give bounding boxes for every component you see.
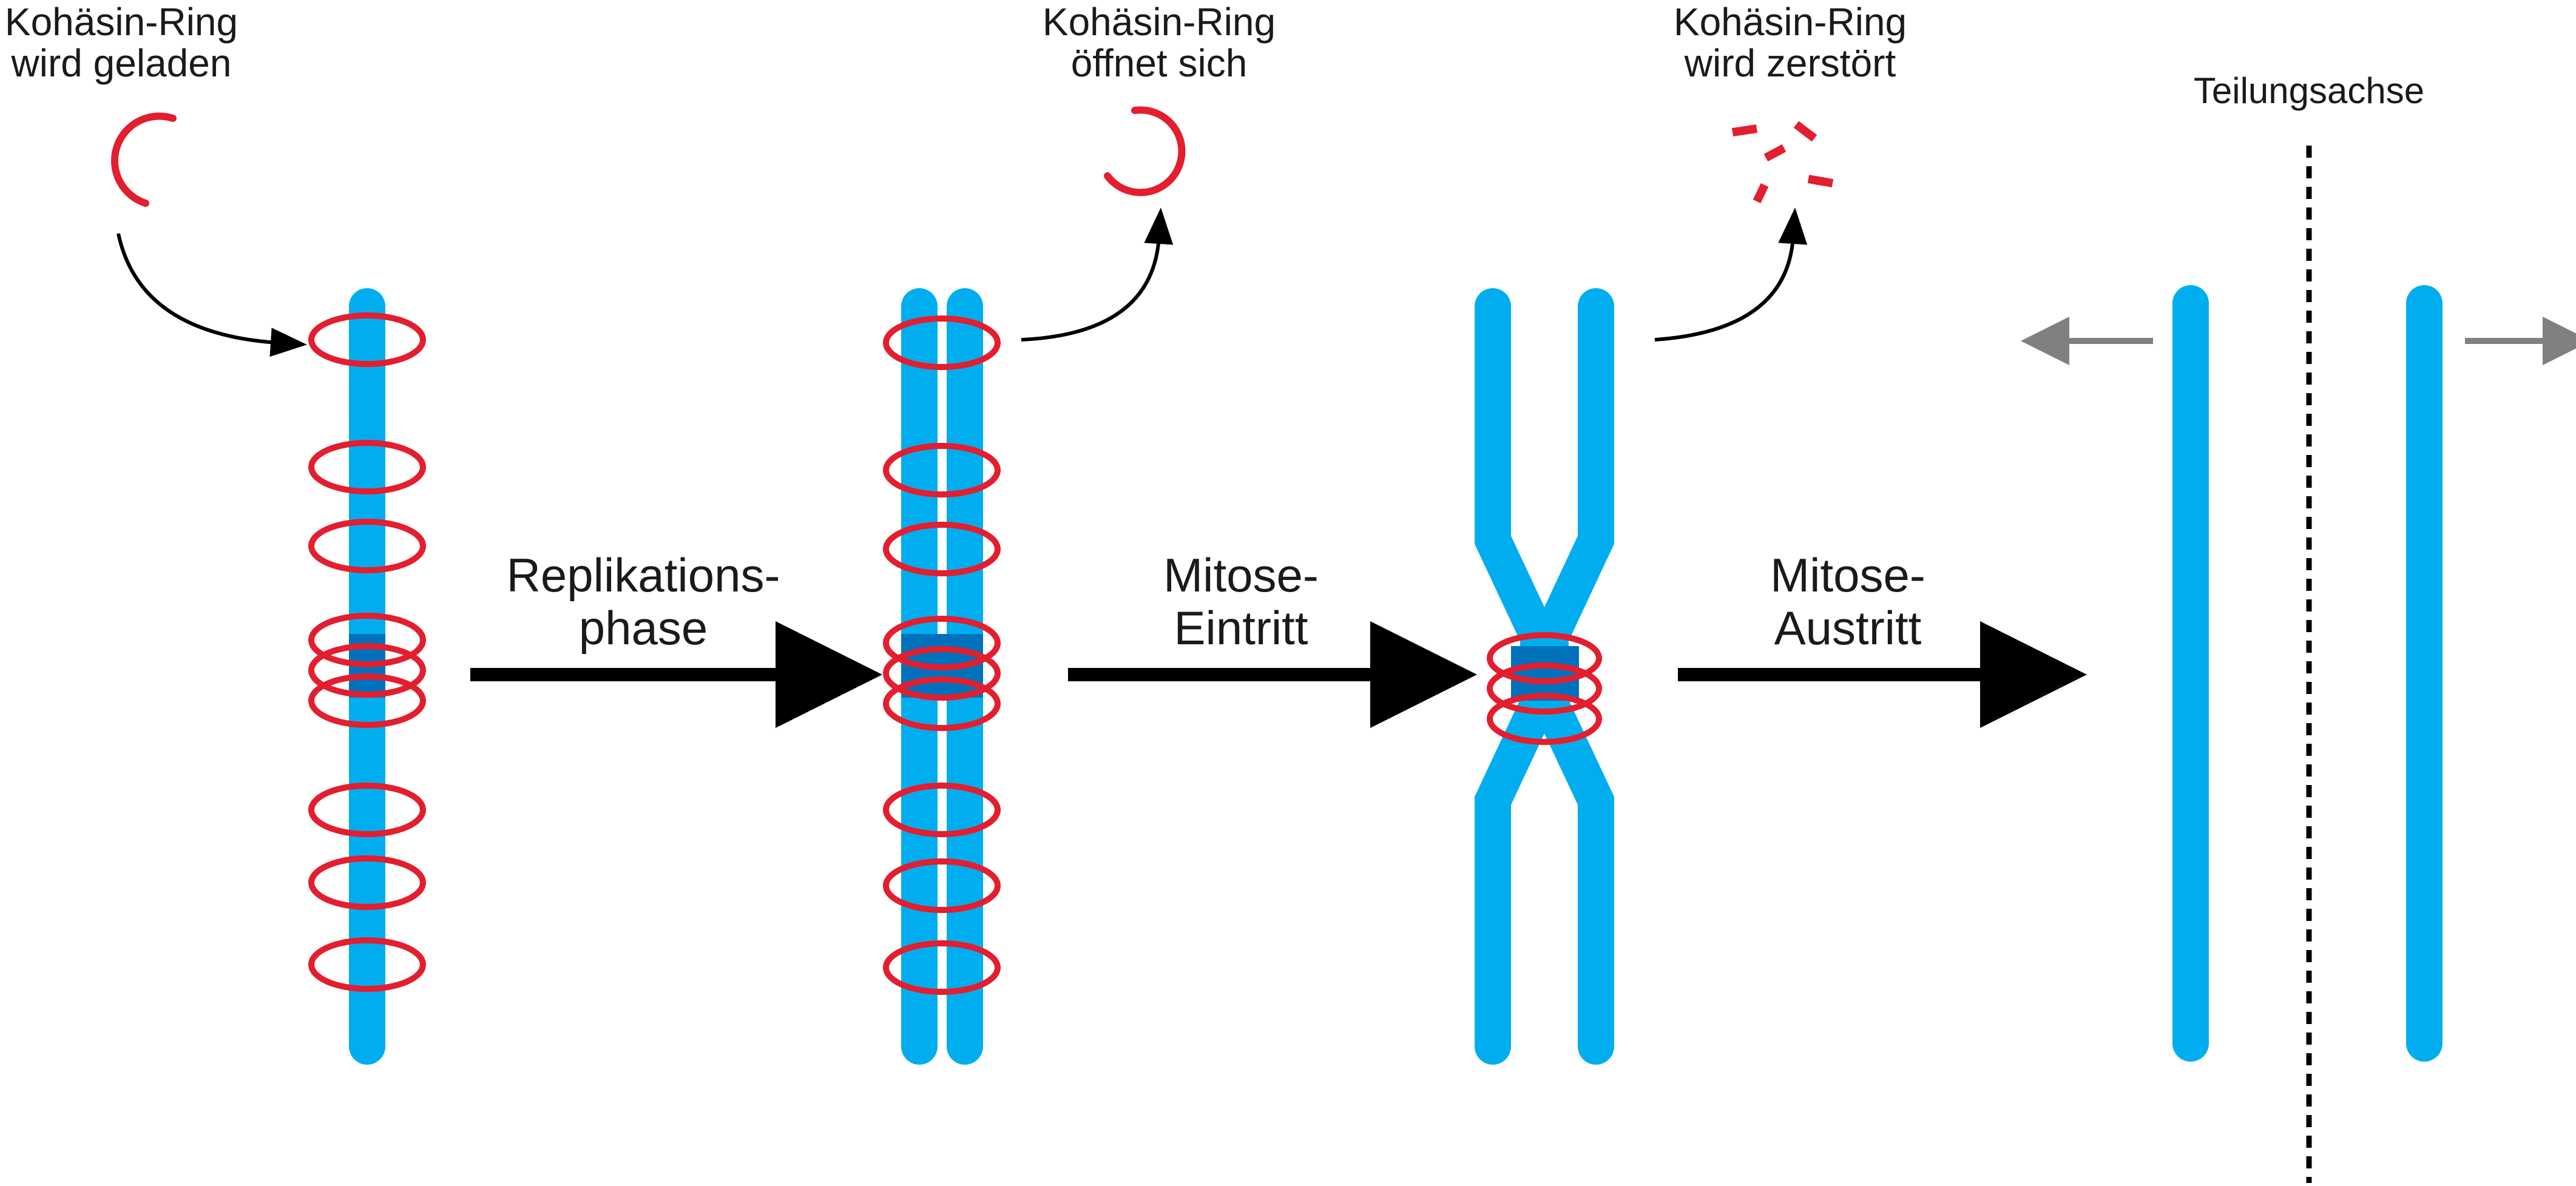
cohesin-ring: [308, 643, 426, 698]
cohesin-ring: [1487, 662, 1602, 715]
cohesin-ring: [308, 613, 426, 667]
cohesin-ring: [1487, 693, 1602, 745]
degradation-arrow: [1654, 207, 1808, 342]
cohesin-ring: [308, 673, 426, 728]
cohesin-ring: [308, 312, 426, 367]
label-ring-loaded-line1: Kohäsin-Ring: [5, 0, 238, 44]
loading-arrow: [117, 233, 307, 357]
label-ring-opens-line2: öffnet sich: [1071, 41, 1248, 85]
stage-4-separated: Teilungsachse: [2021, 70, 2576, 1183]
cohesin-ring: [308, 440, 426, 494]
cohesin-ring: [308, 519, 426, 573]
destroyed-ring-fragments: [1731, 121, 1834, 204]
cohesin-ring: [1487, 632, 1602, 684]
open-cohesin-ring: [110, 112, 177, 207]
label-division-axis: Teilungsachse: [2194, 70, 2424, 111]
label-mitosis-exit-line2: Austritt: [1774, 601, 1922, 655]
cohesin-ring: [308, 855, 426, 910]
cohesin-ring: [308, 783, 426, 837]
cohesin-ring: [883, 783, 1001, 837]
centromere: [1511, 646, 1579, 701]
cohesin-ring: [883, 443, 1001, 497]
label-mitosis-entry-line1: Mitose-: [1163, 548, 1319, 602]
transition-replication: Replikations- phase: [470, 548, 882, 728]
cohesin-ring: [883, 858, 1001, 913]
cohesin-ring: [883, 315, 1001, 370]
label-ring-opens-line1: Kohäsin-Ring: [1043, 0, 1276, 44]
cohesin-ring: [883, 646, 1001, 701]
release-arrow: [1021, 207, 1174, 342]
opened-cohesin-ring: [1104, 106, 1186, 197]
label-ring-loaded-line2: wird geladen: [11, 41, 232, 85]
label-mitosis-entry-line2: Eintritt: [1174, 601, 1308, 655]
stage-3-mitosis: Kohäsin-Ring wird zerstört: [1475, 0, 1907, 1065]
transition-mitosis-exit: Mitose- Austritt: [1678, 548, 2087, 728]
cohesin-ring: [883, 616, 1001, 670]
cohesin-ring: [883, 940, 1001, 995]
cohesin-ring: [883, 676, 1001, 731]
transition-mitosis-entry: Mitose- Eintritt: [1068, 548, 1477, 728]
label-ring-destroyed-line2: wird zerstört: [1684, 41, 1896, 85]
stage-2-replicated: Kohäsin-Ring öffnet sich: [883, 0, 1276, 1065]
label-replication-line1: Replikations-: [507, 548, 780, 602]
label-mitosis-exit-line1: Mitose-: [1770, 548, 1925, 602]
label-replication-line2: phase: [579, 601, 708, 655]
label-ring-destroyed-line1: Kohäsin-Ring: [1674, 0, 1907, 44]
cohesin-ring: [883, 522, 1001, 576]
stage-1-unreplicated: Kohäsin-Ring wird geladen: [5, 0, 426, 1065]
cohesin-ring: [308, 937, 426, 992]
